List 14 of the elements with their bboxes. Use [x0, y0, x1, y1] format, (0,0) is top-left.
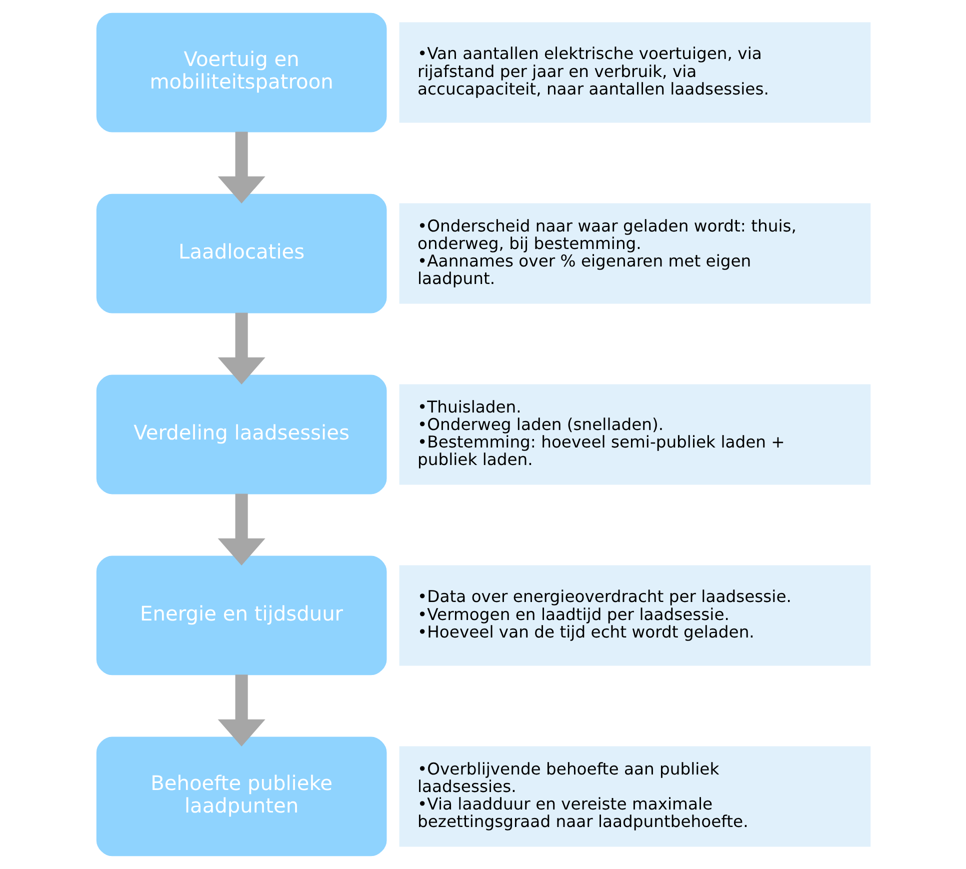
node-box: •Data over energieoverdracht per laadsessie. •Vermogen en laadtijd per laadsessie. •Hoeveel van de tijd echt wordt geladen. [398, 565, 870, 666]
node-box: Energie en tijdsduur [96, 556, 386, 676]
node-box: Verdeling laadsessies [96, 374, 386, 494]
node-box: •Onderscheid naar waar geladen wordt: thuis, onderweg, bij bestemming. •Aannames over % eigenaren met eigen laadpunt. [398, 203, 870, 304]
arrow [217, 494, 265, 566]
node-box: •Thuisladen. •Onderweg laden (snelladen). •Bestemming: hoeveel semi-publiek laden + publiek laden. [398, 384, 870, 485]
arrow [217, 132, 265, 204]
node-box: •Overblijvende behoefte aan publiek laadsessies. •Via laadduur en vereiste maximale bezettingsgraad naar laadpuntbehoefte. [398, 746, 870, 847]
node-box: •Van aantallen elektrische voertuigen, via rijafstand per jaar en verbruik, via accucapaciteit, naar aantallen laadsessies. [398, 22, 870, 123]
node-box: Voertuig en mobiliteitspatroon [96, 12, 386, 132]
node-box: Laadlocaties [96, 194, 386, 314]
node-box: Behoefte publieke laadpunten [96, 736, 386, 856]
arrow [217, 312, 265, 385]
arrow [217, 674, 265, 746]
